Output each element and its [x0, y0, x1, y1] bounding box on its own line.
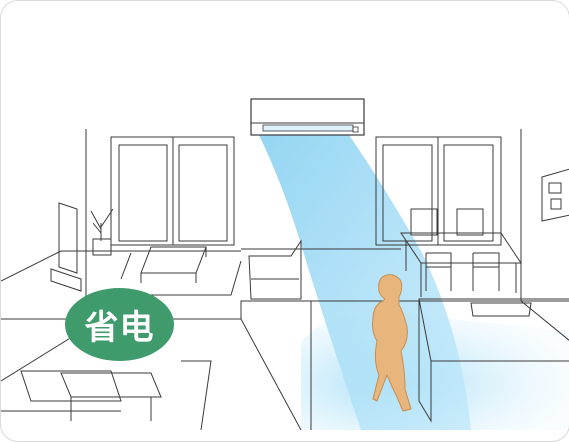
- power-saving-badge: 省电: [65, 288, 174, 361]
- room-illustration: [1, 1, 569, 430]
- power-saving-label: 省电: [85, 300, 155, 349]
- cool-airflow: [259, 135, 471, 430]
- air-conditioner-icon: [251, 99, 364, 135]
